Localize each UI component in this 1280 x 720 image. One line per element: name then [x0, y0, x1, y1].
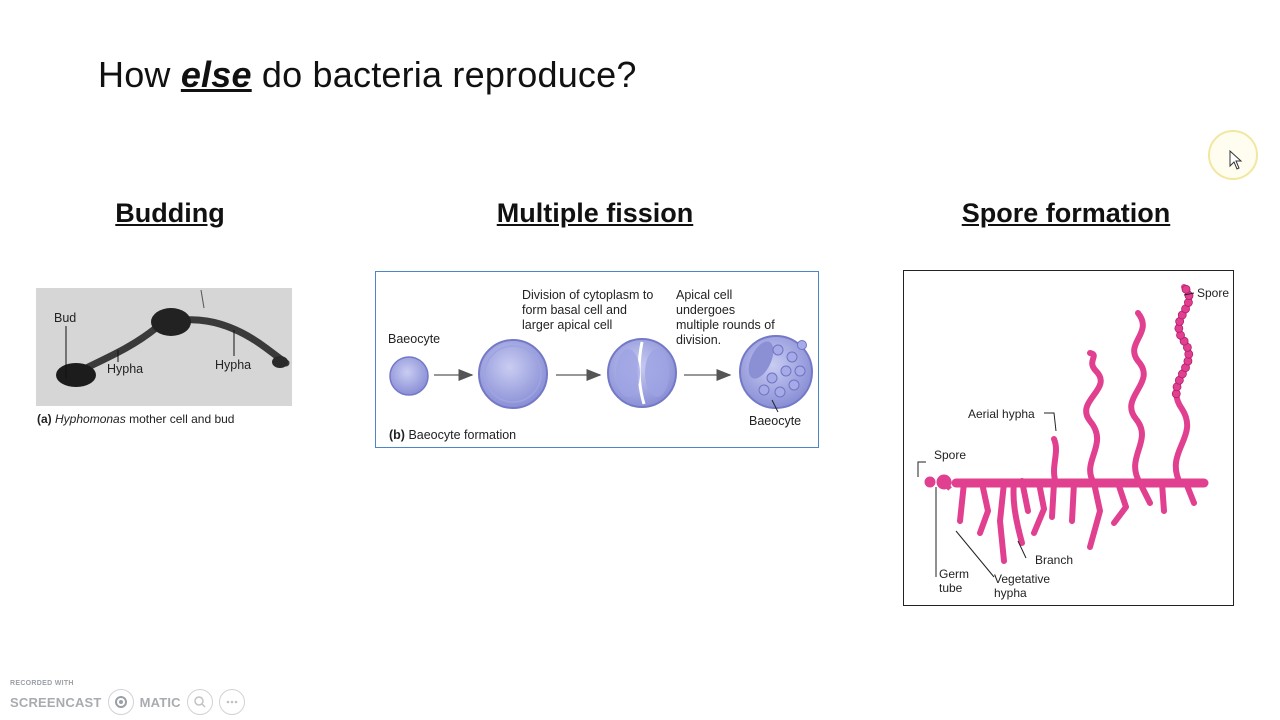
zoom-icon [186, 689, 213, 715]
budding-caption: (a) Hyphomonas mother cell and bud [37, 412, 235, 426]
recorder-watermark: RECORDED WITH SCREENCAST MATIC [10, 680, 245, 715]
label-bud: Bud [54, 311, 77, 325]
label-hypha-2: Hypha [215, 358, 252, 372]
watermark-logo-suffix: MATIC [139, 694, 181, 710]
label-spore-top: Spore [1197, 286, 1230, 300]
budding-micrograph: Bud Hypha Hypha [36, 288, 292, 406]
heading-spore-formation: Spore formation [961, 198, 1171, 228]
label-division: Division of cytoplasm to form basal cell… [522, 288, 654, 332]
label-apical: Apical cell undergoes multiple rounds of… [676, 288, 775, 347]
title-after: do bacteria reproduce? [251, 54, 637, 95]
heading-multiple-fission: Multiple fission [496, 198, 694, 228]
mouse-pointer-icon [1229, 150, 1243, 170]
title-emphasis: else [180, 54, 252, 95]
watermark-logo: SCREENCAST [10, 694, 102, 710]
label-hypha-1: Hypha [107, 362, 144, 376]
label-branch: Branch [1035, 553, 1074, 567]
heading-budding: Budding [115, 198, 225, 228]
label-vegetative-hypha: Vegetative hypha [994, 572, 1051, 600]
label-baeocyte-right: Baeocyte [749, 414, 802, 428]
spore-bead [1181, 284, 1191, 294]
label-baeocyte-left: Baeocyte [388, 332, 441, 346]
label-aerial-hypha: Aerial hypha [968, 407, 1035, 421]
watermark-caption: RECORDED WITH [10, 680, 74, 687]
slide-title: How else do bacteria reproduce? [98, 54, 637, 96]
more-icon [218, 689, 245, 715]
record-icon [107, 689, 134, 715]
title-before: How [98, 54, 181, 95]
label-spore-left: Spore [934, 448, 967, 462]
multiple-fission-diagram: Baeocyte Division of cytoplasm to form b… [375, 271, 819, 448]
label-germ-tube: Germ tube [939, 567, 969, 595]
fission-caption: (b) Baeocyte formation [389, 428, 517, 442]
spore-formation-diagram: Spore Aerial hypha Spore Branch Germ tub… [903, 270, 1234, 606]
